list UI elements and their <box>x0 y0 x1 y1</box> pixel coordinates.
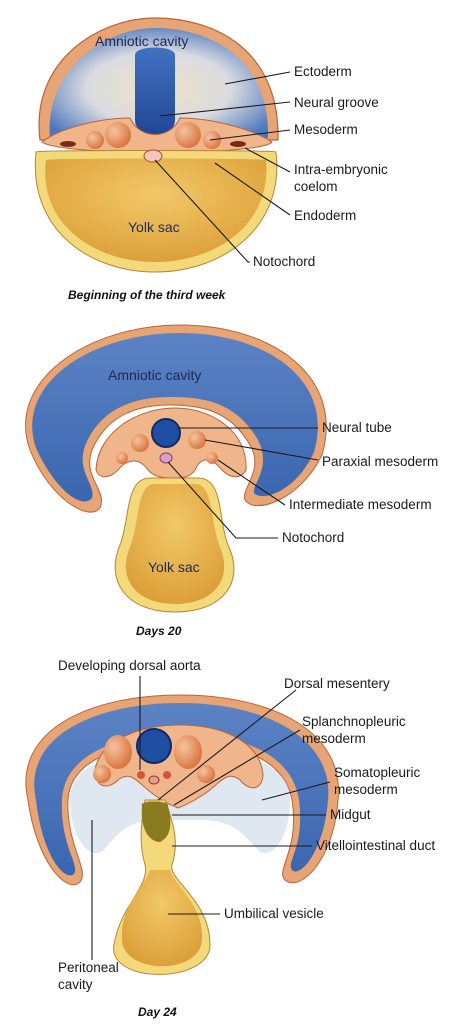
mesoderm-ball <box>86 131 104 149</box>
label-endoderm: Endoderm <box>294 208 356 223</box>
leader-mesoderm <box>209 129 291 141</box>
label-neural-tube: Neural tube <box>322 420 392 435</box>
leader-somato <box>261 781 331 801</box>
stage1-amniotic-label: Amniotic cavity <box>95 33 188 49</box>
label-intermediate: Intermediate mesoderm <box>289 497 432 512</box>
leader-notochord <box>154 159 250 263</box>
umbilical-vesicle-fill <box>121 870 203 967</box>
neural-tube-shape <box>151 418 181 448</box>
label-peritoneal-2: cavity <box>58 977 93 992</box>
label-peritoneal-1: Peritoneal <box>58 960 119 975</box>
stage3-diagram: Developing dorsal aorta Dorsal mesentery… <box>25 658 435 1019</box>
amniotic-cavity-2 <box>32 333 318 502</box>
intermediate-ball <box>116 452 128 464</box>
yolk-sac-fill <box>45 158 267 262</box>
stage1-caption: Beginning of the third week <box>68 288 227 302</box>
label-notochord: Notochord <box>253 254 315 269</box>
label-neural-groove: Neural groove <box>294 95 379 110</box>
label-mesoderm: Mesoderm <box>294 122 358 137</box>
label-somato-1: Somatopleuric <box>334 765 421 780</box>
intermediate-3 <box>197 765 215 783</box>
leader-endoderm <box>214 162 291 216</box>
leader-coelom <box>244 147 291 173</box>
notochord-3 <box>148 775 160 785</box>
label-notochord-2: Notochord <box>282 530 344 545</box>
label-dorsal-mesentery: Dorsal mesentery <box>284 676 390 691</box>
yolk-sac-2-fill <box>125 484 225 604</box>
coelom-left <box>60 141 76 147</box>
somite-3 <box>104 735 132 769</box>
somite-3 <box>174 735 202 769</box>
intermediate-3 <box>93 765 111 783</box>
label-midgut: Midgut <box>330 807 371 822</box>
amniotic-cavity-3 <box>34 703 329 876</box>
neural-groove-shape <box>135 47 175 135</box>
notochord-shape <box>143 149 163 163</box>
dorsal-aorta-shape <box>137 771 145 779</box>
label-paraxial: Paraxial mesoderm <box>322 454 438 469</box>
leader-ectoderm <box>224 71 291 85</box>
label-dorsal-aorta: Developing dorsal aorta <box>58 658 201 673</box>
dorsal-aorta-shape <box>163 771 171 779</box>
stage1-diagram: Amniotic cavity Yolk sac Ectoderm Neural… <box>34 17 388 302</box>
stage3-caption: Day 24 <box>138 1005 177 1019</box>
stage2-diagram: Amniotic cavity Yolk sac Neural tube Par… <box>25 324 438 638</box>
midgut-shape <box>141 801 171 842</box>
leader-intermediate <box>217 459 286 506</box>
stage2-caption: Days 20 <box>136 624 182 638</box>
label-splanch-2: mesoderm <box>302 731 366 746</box>
label-coelom-2: coelom <box>294 179 338 194</box>
stage2-yolk-label: Yolk sac <box>148 559 200 575</box>
label-vitello: Vitellointestinal duct <box>316 838 435 853</box>
leader-dorsal-mesentery <box>157 689 297 801</box>
intermediate-ball <box>206 452 218 464</box>
paraxial-ball <box>188 431 206 449</box>
notochord-2 <box>159 452 173 464</box>
mesoderm-ball <box>105 122 131 148</box>
stage2-amniotic-label: Amniotic cavity <box>108 367 201 383</box>
leader-notochord-2 <box>167 461 278 539</box>
coelom-right <box>230 141 246 147</box>
leader-neural-groove <box>159 101 291 117</box>
mesoderm-ball <box>175 122 201 148</box>
leader-splanch <box>173 729 301 806</box>
neural-tube-3 <box>136 728 172 764</box>
label-splanch-1: Splanchnopleuric <box>302 714 406 729</box>
label-coelom-1: Intra-embryonic <box>294 162 388 177</box>
paraxial-ball <box>131 434 149 452</box>
label-umbilical: Umbilical vesicle <box>224 906 324 921</box>
label-somato-2: mesoderm <box>334 782 398 797</box>
label-ectoderm: Ectoderm <box>294 64 352 79</box>
stage1-yolk-label: Yolk sac <box>128 219 180 235</box>
leader-paraxial <box>204 439 319 461</box>
